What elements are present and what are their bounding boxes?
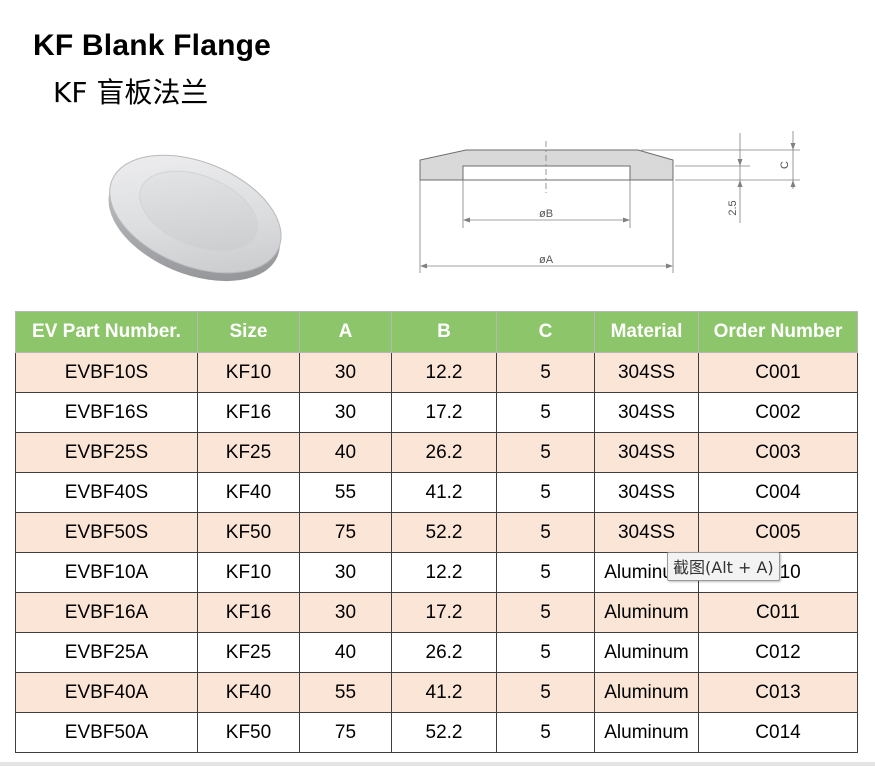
col-header-c: C [496,311,595,353]
recess [462,165,631,181]
cell-c: 5 [496,432,595,473]
flange-photo [108,154,282,282]
table-row: EVBF50S KF50 75 52.2 5 304SS C005 [15,512,858,553]
cell-b: 41.2 [391,672,497,713]
table-row: EVBF40A KF40 55 41.2 5 Aluminum C013 [15,672,858,713]
table-row: EVBF25A KF25 40 26.2 5 Aluminum C012 [15,632,858,673]
cell-c: 5 [496,592,595,633]
col-header-b: B [391,311,497,353]
cell-a: 75 [299,712,392,753]
cell-a: 55 [299,472,392,513]
cell-size: KF25 [197,632,300,673]
dim-c-label: C [779,161,791,169]
dim-a-label: øA [539,254,554,266]
cell-part-number: EVBF25A [15,632,198,673]
cell-material: 304SS [594,512,699,553]
cell-a: 30 [299,392,392,433]
cell-b: 26.2 [391,632,497,673]
technical-drawing: øB øA 2.5 C [419,131,800,273]
cell-material: Aluminum [594,712,699,753]
cell-c: 5 [496,672,595,713]
cell-size: KF40 [197,672,300,713]
cell-part-number: EVBF25S [15,432,198,473]
cell-b: 17.2 [391,392,497,433]
cell-b: 12.2 [391,552,497,593]
cell-b: 12.2 [391,352,497,393]
cell-part-number: EVBF16A [15,592,198,633]
table-row: EVBF25S KF25 40 26.2 5 304SS C003 [15,432,858,473]
cell-size: KF10 [197,352,300,393]
cell-a: 55 [299,672,392,713]
cell-part-number: EVBF10S [15,352,198,393]
col-header-material: Material [594,311,699,353]
cell-a: 40 [299,432,392,473]
cell-a: 30 [299,552,392,593]
col-header-a: A [299,311,392,353]
cell-order-number: C003 [698,432,858,473]
cell-b: 26.2 [391,432,497,473]
cell-part-number: EVBF16S [15,392,198,433]
cell-material: Aluminum [594,672,699,713]
cell-b: 41.2 [391,472,497,513]
cell-order-number: C004 [698,472,858,513]
cell-part-number: EVBF50A [15,712,198,753]
cell-c: 5 [496,472,595,513]
cell-c: 5 [496,392,595,433]
cell-b: 17.2 [391,592,497,633]
page-subtitle: KF 盲板法兰 [53,76,209,109]
cell-c: 5 [496,712,595,753]
cell-a: 30 [299,352,392,393]
cell-part-number: EVBF40A [15,672,198,713]
cell-order-number: C002 [698,392,858,433]
cell-material: 304SS [594,392,699,433]
cell-material: 304SS [594,472,699,513]
cell-size: KF50 [197,712,300,753]
cell-a: 40 [299,632,392,673]
cell-size: KF50 [197,512,300,553]
cell-order-number: C012 [698,632,858,673]
cell-a: 75 [299,512,392,553]
cell-b: 52.2 [391,512,497,553]
cell-part-number: EVBF50S [15,512,198,553]
screenshot-tooltip: 截图(Alt + A) [667,552,780,581]
cell-c: 5 [496,552,595,593]
bottom-divider [0,762,875,766]
table-row: EVBF16A KF16 30 17.2 5 Aluminum C011 [15,592,858,633]
table-row: EVBF50A KF50 75 52.2 5 Aluminum C014 [15,712,858,753]
cell-c: 5 [496,352,595,393]
cell-b: 52.2 [391,712,497,753]
dim-thickness-label: 2.5 [727,200,739,215]
table-row: EVBF40S KF40 55 41.2 5 304SS C004 [15,472,858,513]
cell-c: 5 [496,512,595,553]
cell-order-number: C005 [698,512,858,553]
cell-a: 30 [299,592,392,633]
cell-material: Aluminum [594,632,699,673]
cell-material: 304SS [594,352,699,393]
table-row: EVBF10S KF10 30 12.2 5 304SS C001 [15,352,858,393]
cell-material: 304SS [594,432,699,473]
table-header-row: EV Part Number. Size A B C Material Orde… [15,311,858,353]
cell-order-number: C013 [698,672,858,713]
cell-order-number: C001 [698,352,858,393]
cell-order-number: C011 [698,592,858,633]
table-row: EVBF16S KF16 30 17.2 5 304SS C002 [15,392,858,433]
col-header-size: Size [197,311,300,353]
cell-material: Aluminum [594,592,699,633]
cell-size: KF16 [197,592,300,633]
col-header-order-number: Order Number [698,311,858,353]
cell-size: KF10 [197,552,300,593]
col-header-part-number: EV Part Number. [15,311,198,353]
cell-size: KF25 [197,432,300,473]
dim-b-label: øB [539,208,553,220]
cell-part-number: EVBF10A [15,552,198,593]
cell-order-number: C014 [698,712,858,753]
cell-size: KF16 [197,392,300,433]
page-title: KF Blank Flange [33,29,272,62]
cell-c: 5 [496,632,595,673]
cell-size: KF40 [197,472,300,513]
cell-part-number: EVBF40S [15,472,198,513]
spec-table: EV Part Number. Size A B C Material Orde… [15,311,858,753]
